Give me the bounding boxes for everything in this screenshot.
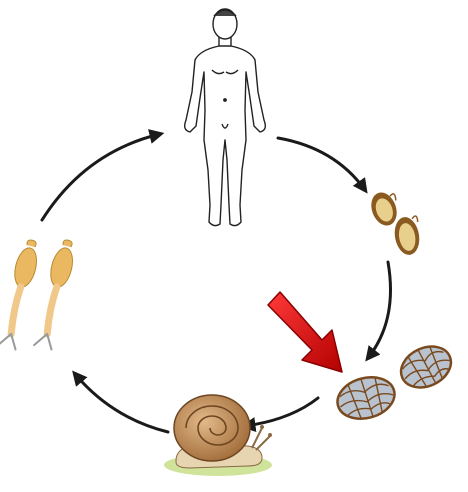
cycle-arrows bbox=[40, 129, 392, 434]
arrow-miracidia-to-snail bbox=[240, 396, 320, 433]
red-arrow-icon bbox=[267, 291, 343, 373]
human-host-icon bbox=[183, 8, 267, 227]
arrow-cercariae-to-human bbox=[40, 129, 165, 222]
arrow-eggs-to-miracidia bbox=[365, 260, 392, 362]
miracidium-icon bbox=[336, 345, 453, 420]
cercaria-icon bbox=[0, 239, 73, 351]
arrow-human-to-eggs bbox=[276, 136, 368, 194]
snail-icon bbox=[164, 394, 272, 476]
egg-icon bbox=[371, 192, 420, 255]
arrow-snail-to-cercariae bbox=[72, 370, 170, 434]
